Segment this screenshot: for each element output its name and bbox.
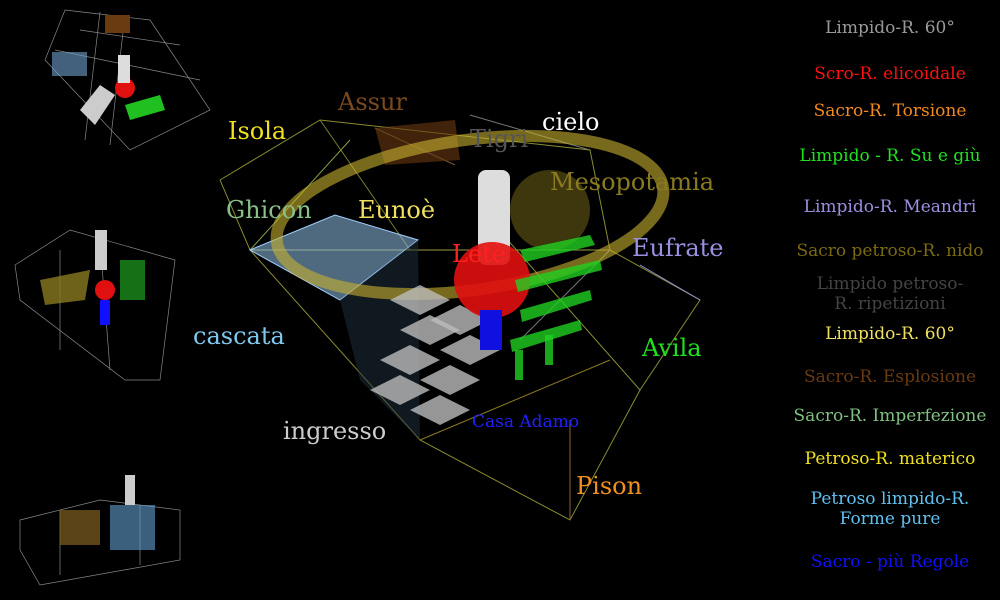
- label-assur: Assur: [338, 88, 407, 116]
- label-isola: Isola: [228, 117, 287, 145]
- label-eunoe: Eunoè: [358, 196, 436, 224]
- legend-item: Limpido-R. Meandri: [803, 197, 977, 217]
- legend-item: Petroso limpido-R. Forme pure: [810, 489, 970, 529]
- green-bars: [510, 235, 602, 380]
- casa-adamo-blue-column: [480, 310, 502, 350]
- legend-item: Scro-R. elicoidale: [814, 64, 966, 84]
- legend-item: Sacro - più Regole: [810, 552, 970, 572]
- label-tigri: Tigri: [470, 125, 529, 153]
- thumbnail-middle: [14, 229, 176, 381]
- legend-item: Limpido - R. Su e giù: [799, 146, 981, 166]
- legend-item: Petroso-R. materico: [804, 449, 976, 469]
- legend-item: Limpido-R. 60°: [825, 324, 955, 344]
- legend-item: Limpido-R. 60°: [825, 18, 955, 38]
- label-cascata: cascata: [193, 322, 285, 350]
- legend-item: Sacro-R. Esplosione: [803, 367, 977, 387]
- thumbnail-bottom: [19, 475, 181, 586]
- label-eufrate: Eufrate: [632, 234, 724, 262]
- label-mesopotamia: Mesopotamia: [550, 168, 715, 196]
- mesopotamia-sphere: [510, 170, 590, 250]
- label-cielo: cielo: [542, 108, 600, 136]
- legend-item: Limpido petroso- R. ripetizioni: [816, 274, 964, 314]
- legend-item: Sacro-R. Torsione: [813, 101, 967, 121]
- thumbnail-top: [44, 9, 211, 151]
- label-avila: Avila: [642, 334, 702, 362]
- helical-column: [478, 170, 510, 265]
- label-pison: Pison: [576, 472, 643, 500]
- legend-item: Sacro petroso-R. nido: [796, 241, 984, 261]
- label-lete: Letè: [452, 240, 506, 268]
- lete-red-sphere: [454, 242, 530, 318]
- legend-item: Sacro-R. Imperfezione: [793, 406, 987, 426]
- label-ingresso: ingresso: [283, 417, 387, 445]
- label-casa-adamo: Casa Adamo: [472, 412, 580, 432]
- label-ghicon: Ghicon: [226, 196, 312, 224]
